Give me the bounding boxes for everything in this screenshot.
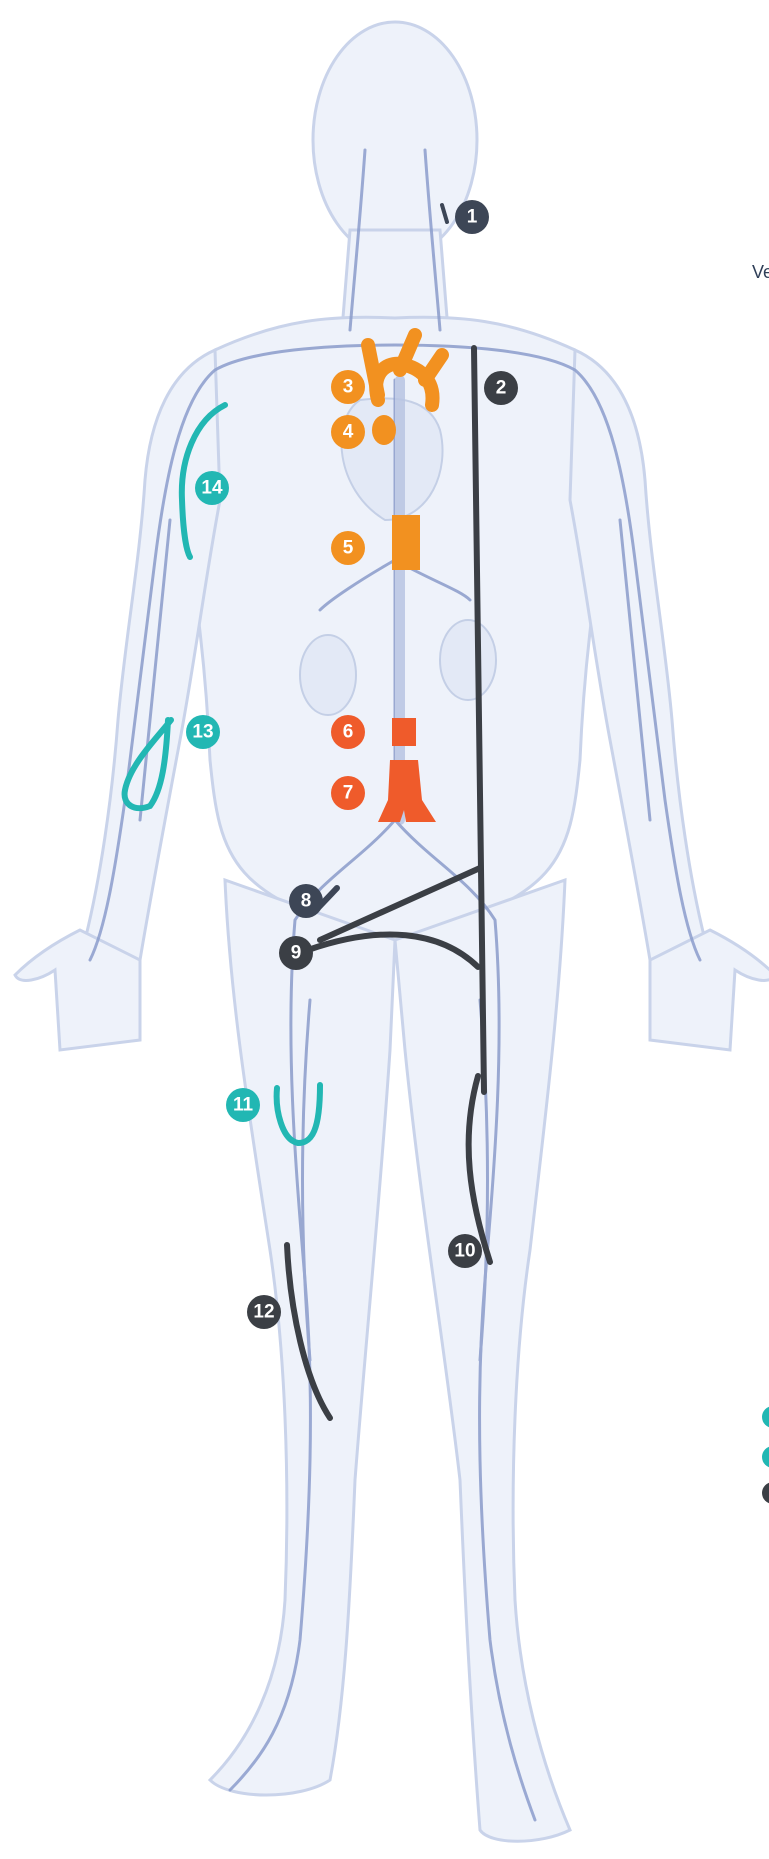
thoracic-aorta-highlight [392, 515, 420, 570]
marker-1[interactable]: 1 [455, 200, 489, 234]
marker-12-label: 12 [253, 1302, 274, 1323]
side-label: Ve [752, 262, 769, 283]
marker-11[interactable]: 11 [226, 1088, 260, 1122]
marker-4-label: 4 [343, 422, 354, 443]
marker-5-label: 5 [343, 538, 354, 559]
marker-7[interactable]: 7 [331, 776, 365, 810]
marker-10-label: 10 [454, 1241, 475, 1262]
marker-14-label: 14 [201, 478, 223, 499]
marker-13-label: 13 [192, 722, 213, 743]
abdominal-aorta-highlight [392, 718, 416, 746]
marker-3-label: 3 [343, 377, 354, 398]
marker-9-label: 9 [291, 943, 302, 964]
marker-11-label: 11 [233, 1095, 254, 1116]
aortic-root-highlight [372, 415, 396, 445]
marker-1-label: 1 [467, 207, 478, 228]
marker-2-label: 2 [496, 378, 507, 399]
marker-14[interactable]: 14 [195, 471, 229, 505]
marker-6[interactable]: 6 [331, 715, 365, 749]
marker-8-label: 8 [301, 891, 312, 912]
marker-12[interactable]: 12 [247, 1295, 281, 1329]
marker-5[interactable]: 5 [331, 531, 365, 565]
marker-2[interactable]: 2 [484, 371, 518, 405]
marker-6-label: 6 [343, 722, 354, 743]
marker-9[interactable]: 9 [279, 936, 313, 970]
marker-4[interactable]: 4 [331, 415, 365, 449]
marker-3[interactable]: 3 [331, 370, 365, 404]
marker-8[interactable]: 8 [289, 884, 323, 918]
marker-13[interactable]: 13 [186, 715, 220, 749]
marker-10[interactable]: 10 [448, 1234, 482, 1268]
marker-7-label: 7 [343, 783, 354, 804]
